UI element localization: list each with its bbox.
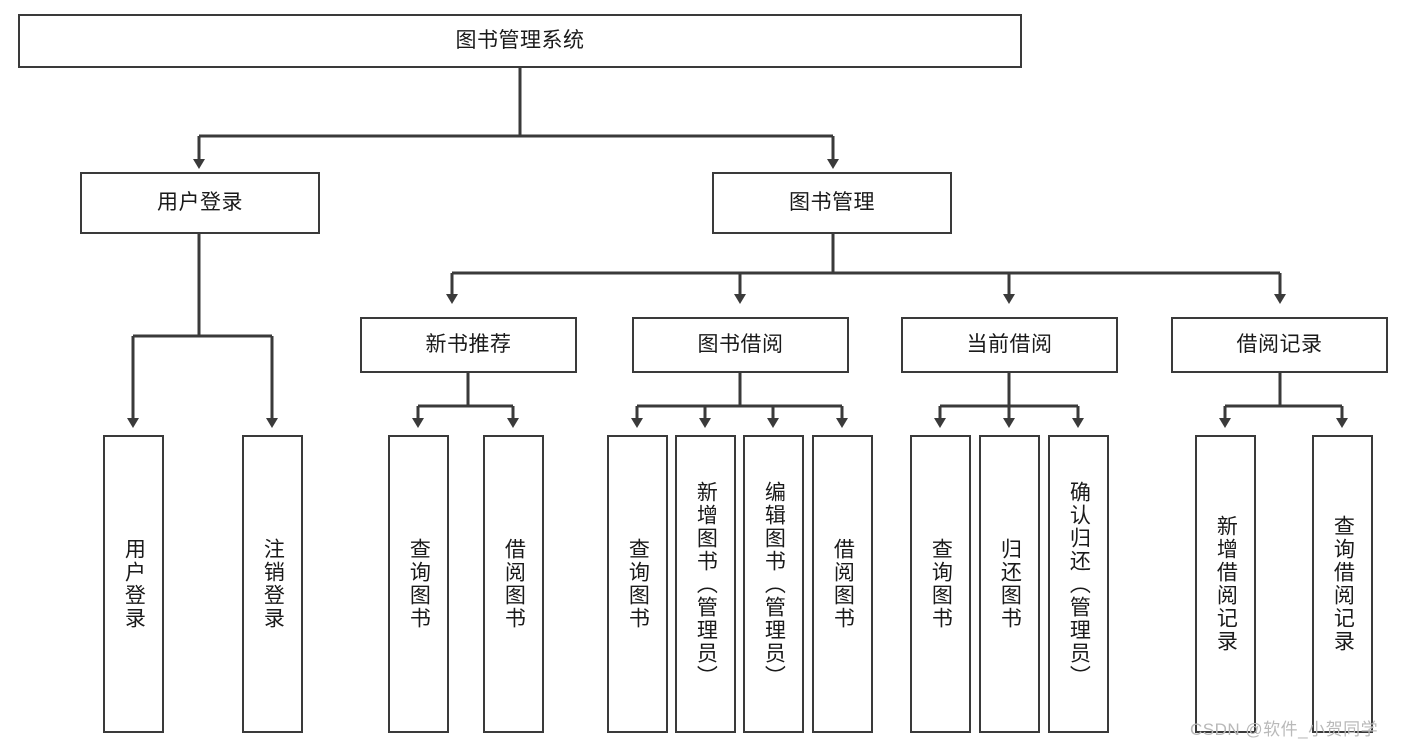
- node-new-book-recommend[interactable]: 新书推荐: [360, 317, 577, 373]
- leaf-query-borrow-record[interactable]: 查询借阅记录: [1312, 435, 1373, 733]
- node-label: 归还图书: [998, 538, 1022, 630]
- node-label: 借阅图书: [502, 538, 526, 630]
- leaf-confirm-return-admin[interactable]: 确认归还（管理员）: [1048, 435, 1109, 733]
- node-label: 注销登录: [261, 538, 285, 630]
- node-label: 查询借阅记录: [1331, 515, 1355, 653]
- leaf-query-book-recommend[interactable]: 查询图书: [388, 435, 449, 733]
- csdn-watermark: CSDN @软件_小贺同学: [1190, 720, 1379, 739]
- node-book-borrow[interactable]: 图书借阅: [632, 317, 849, 373]
- node-user-login[interactable]: 用户登录: [80, 172, 320, 234]
- node-label: 查询图书: [626, 538, 650, 630]
- node-label: 图书借阅: [697, 333, 784, 357]
- leaf-user-login[interactable]: 用户登录: [103, 435, 164, 733]
- node-label: 当前借阅: [966, 333, 1053, 357]
- node-book-management[interactable]: 图书管理: [712, 172, 952, 234]
- node-borrow-record[interactable]: 借阅记录: [1171, 317, 1388, 373]
- node-label: 图书管理系统: [455, 29, 585, 53]
- leaf-borrow-book[interactable]: 借阅图书: [812, 435, 873, 733]
- node-label: 编辑图书（管理员）: [762, 480, 786, 688]
- leaf-query-book-borrow[interactable]: 查询图书: [607, 435, 668, 733]
- leaf-add-book-admin[interactable]: 新增图书（管理员）: [675, 435, 736, 733]
- leaf-query-book-current[interactable]: 查询图书: [910, 435, 971, 733]
- node-label: 新增图书（管理员）: [694, 480, 718, 688]
- node-label: 新书推荐: [425, 333, 512, 357]
- node-label: 用户登录: [122, 538, 146, 630]
- node-label: 图书管理: [789, 191, 875, 215]
- leaf-user-logout[interactable]: 注销登录: [242, 435, 303, 733]
- node-label: 确认归还（管理员）: [1067, 480, 1091, 688]
- node-current-borrow[interactable]: 当前借阅: [901, 317, 1118, 373]
- leaf-borrow-book-recommend[interactable]: 借阅图书: [483, 435, 544, 733]
- node-label: 借阅记录: [1236, 333, 1323, 357]
- leaf-add-borrow-record[interactable]: 新增借阅记录: [1195, 435, 1256, 733]
- node-label: 用户登录: [157, 191, 243, 215]
- leaf-return-book[interactable]: 归还图书: [979, 435, 1040, 733]
- node-label: 新增借阅记录: [1214, 515, 1238, 653]
- node-root-system[interactable]: 图书管理系统: [18, 14, 1022, 68]
- node-label: 查询图书: [407, 538, 431, 630]
- node-label: 查询图书: [929, 538, 953, 630]
- leaf-edit-book-admin[interactable]: 编辑图书（管理员）: [743, 435, 804, 733]
- node-label: 借阅图书: [831, 538, 855, 630]
